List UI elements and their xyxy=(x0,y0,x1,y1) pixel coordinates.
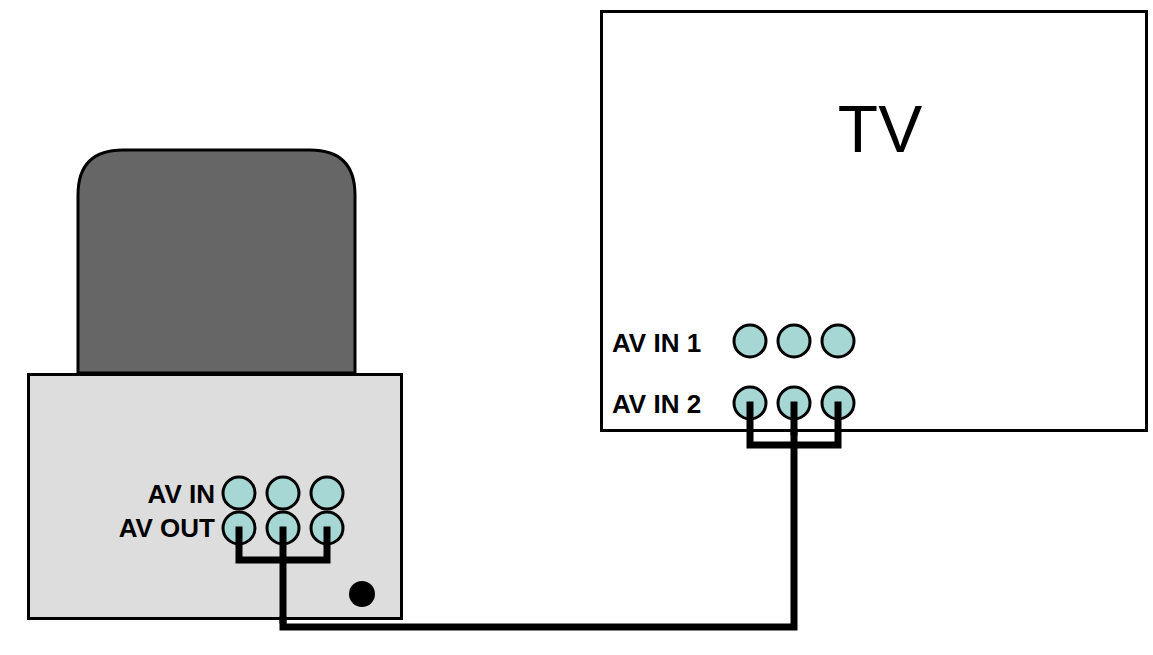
tv-wire xyxy=(791,405,798,432)
jack-label: AV IN 1 xyxy=(612,330,701,356)
jack xyxy=(734,325,766,357)
jack xyxy=(223,477,255,509)
jack-label: AV OUT xyxy=(119,515,215,541)
device-top xyxy=(78,150,355,373)
device-title: TV xyxy=(838,96,922,162)
jack xyxy=(822,325,854,357)
cable-wiring xyxy=(239,405,838,620)
jack xyxy=(778,325,810,357)
jack-label: AV IN 2 xyxy=(612,391,701,417)
tv-box: TV AV IN 1 AV IN 2 xyxy=(600,10,1148,432)
power-dot xyxy=(349,581,375,607)
tv-fill xyxy=(600,10,1148,432)
av-cable xyxy=(283,432,794,627)
jack xyxy=(311,477,343,509)
device-box: AV IN AV OUT xyxy=(27,373,403,620)
jacks xyxy=(223,325,854,544)
jack xyxy=(267,477,299,509)
device-base-fill xyxy=(27,373,403,620)
device-wire xyxy=(280,530,287,620)
jack-label: AV IN xyxy=(148,481,215,507)
